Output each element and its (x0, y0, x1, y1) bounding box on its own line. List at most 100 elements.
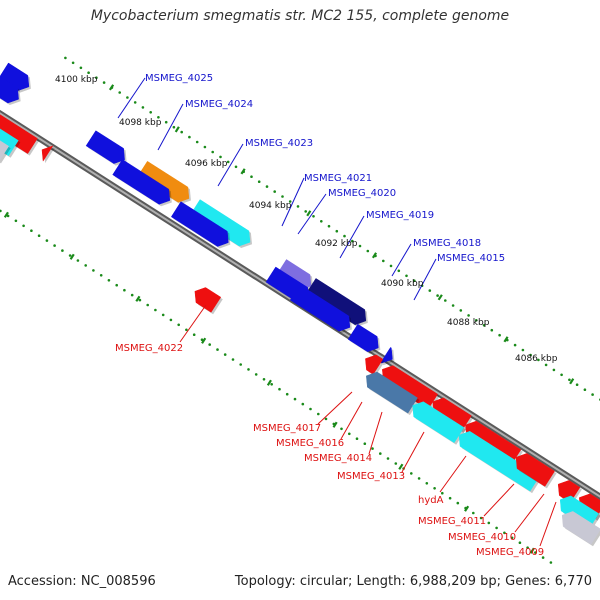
outer-tick-major-tick (569, 378, 575, 385)
inner-tick-dot (208, 343, 211, 346)
gene-label-msmeg-4023[interactable]: MSMEG_4023 (245, 138, 313, 149)
gene-label-msmeg-4014[interactable]: MSMEG_4014 (304, 453, 372, 464)
callout-msmeg-4025 (117, 77, 146, 119)
inner-tick-dot (115, 283, 118, 287)
outer-tick-dot (226, 160, 230, 164)
outer-tick-dot (312, 215, 315, 218)
callout-msmeg-4024 (157, 103, 184, 151)
callout-msmeg-4013 (401, 431, 425, 473)
gene-label-msmeg-4018[interactable]: MSMEG_4018 (413, 238, 481, 249)
inner-tick-dot (0, 209, 2, 213)
outer-tick-major-tick (174, 126, 180, 133)
inner-tick-dot (154, 308, 157, 312)
inner-tick-dot (549, 561, 553, 564)
inner-tick-dot (456, 501, 460, 505)
kbp-label-4092: 4092 kbp (315, 239, 358, 249)
gene-label-msmeg-4025[interactable]: MSMEG_4025 (145, 73, 213, 84)
inner-tick-dot (317, 412, 320, 416)
inner-tick-dot (394, 462, 398, 465)
gene-label-msmeg-4024[interactable]: MSMEG_4024 (185, 99, 253, 110)
outer-tick-major-tick (108, 84, 115, 91)
map-title: Mycobacterium smegmatis str. MC2 155, co… (90, 8, 510, 24)
outer-tick-dot (157, 116, 160, 119)
gene-label-msmeg-4017[interactable]: MSMEG_4017 (253, 423, 321, 434)
gene-label-msmeg-4022[interactable]: MSMEG_4022 (115, 343, 183, 354)
inner-tick-dot (441, 491, 444, 495)
outer-tick-dot (211, 150, 214, 154)
outer-tick-dot (250, 175, 253, 178)
outer-tick-dot (343, 234, 346, 238)
gene-msmeg-4010 (515, 453, 555, 487)
callout-msmeg-4017 (317, 391, 353, 425)
outer-tick-dot (273, 190, 277, 193)
outer-tick-dot (351, 239, 354, 243)
inner-tick-dot (92, 269, 95, 272)
inner-tick-dot (348, 432, 351, 436)
gene-msmeg-4025 (85, 130, 125, 164)
outer-tick-dot (296, 205, 300, 208)
inner-tick-dot (169, 318, 173, 322)
outer-tick-dot (397, 269, 401, 273)
gene-label-hyda[interactable]: hydA (418, 495, 444, 506)
inner-tick-dot (239, 363, 242, 366)
callout-msmeg-4018 (391, 243, 412, 277)
callout-msmeg-4015 (413, 258, 437, 301)
inner-tick-dot (518, 541, 522, 544)
gene-label-msmeg-4015[interactable]: MSMEG_4015 (437, 253, 505, 264)
inner-tick-dot (487, 521, 491, 525)
gene-rev-edge-2 (41, 145, 54, 162)
inner-tick-dot (14, 219, 18, 223)
outer-tick-dot (529, 353, 532, 357)
outer-tick-dot (475, 319, 478, 322)
inner-tick-dot (247, 368, 250, 371)
outer-tick-dot (389, 264, 393, 268)
inner-tick-major-tick (464, 505, 470, 512)
outer-tick-dot (444, 299, 447, 302)
gene-label-msmeg-4013[interactable]: MSMEG_4013 (337, 471, 405, 482)
outer-tick-dot (482, 324, 486, 327)
inner-tick-dot (379, 452, 382, 455)
inner-tick-dot (510, 536, 514, 540)
outer-tick-dot (71, 61, 75, 65)
outer-tick-major-tick (437, 294, 443, 301)
kbp-label-4100: 4100 kbp (55, 75, 98, 85)
gene-features (0, 62, 600, 547)
gene-fwd-edge-1 (0, 62, 30, 91)
callout-msmeg-4016 (340, 401, 363, 440)
inner-tick-track (0, 209, 553, 564)
inner-tick-dot (231, 358, 235, 361)
outer-tick-major-tick (306, 210, 312, 217)
gene-label-msmeg-4019[interactable]: MSMEG_4019 (366, 210, 434, 221)
outer-tick-dot (583, 388, 587, 392)
gene-label-msmeg-4016[interactable]: MSMEG_4016 (276, 438, 344, 449)
inner-tick-dot (68, 254, 72, 257)
inner-tick-dot (185, 328, 188, 332)
outer-tick-dot (552, 368, 556, 372)
gene-msmeg-4013 (412, 401, 465, 444)
kbp-label-4090: 4090 kbp (381, 279, 424, 289)
inner-tick-dot (161, 313, 165, 317)
gene-label-msmeg-4021[interactable]: MSMEG_4021 (304, 173, 372, 184)
gene-label-msmeg-4010[interactable]: MSMEG_4010 (448, 532, 516, 543)
gene-label-msmeg-4011[interactable]: MSMEG_4011 (418, 516, 486, 527)
gene-rev-far-grey (561, 511, 600, 545)
gene-label-msmeg-4009[interactable]: MSMEG_4009 (476, 547, 544, 558)
inner-tick-dot (386, 457, 390, 460)
inner-tick-dot (433, 487, 436, 490)
inner-tick-dot (472, 511, 475, 515)
outer-tick-dot (203, 145, 207, 149)
outer-tick-dot (428, 289, 432, 292)
outer-tick-dot (288, 200, 292, 203)
outer-tick-dot (358, 244, 362, 248)
outer-tick-dot (591, 393, 594, 396)
inner-tick-dot (417, 477, 421, 480)
gene-label-msmeg-4020[interactable]: MSMEG_4020 (328, 188, 396, 199)
outer-tick-dot (95, 76, 98, 79)
inner-tick-dot (425, 482, 429, 485)
inner-tick-dot (503, 531, 506, 535)
inner-tick-dot (262, 378, 266, 381)
gene-msmeg-4021 (170, 201, 229, 247)
outer-tick-dot (195, 140, 199, 144)
inner-tick-dot (448, 496, 452, 500)
